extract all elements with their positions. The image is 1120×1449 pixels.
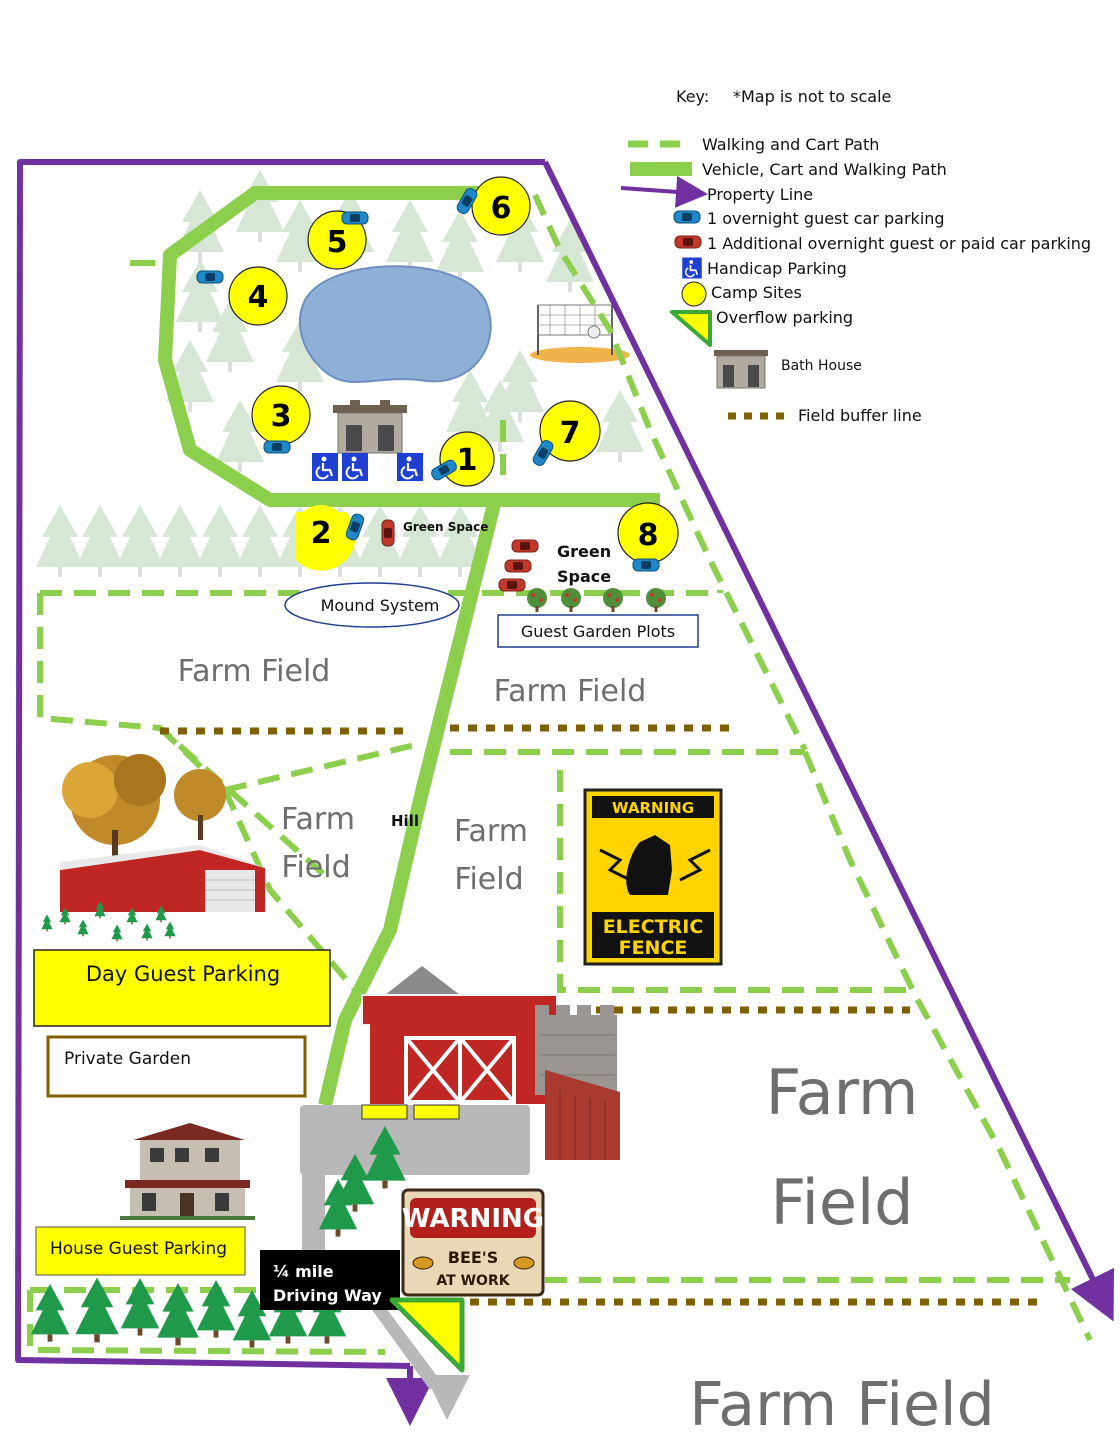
svg-text:Bath House: Bath House (781, 358, 862, 374)
svg-text:1 Additional overnight guest o: 1 Additional overnight guest or paid car… (707, 234, 1091, 253)
svg-text:Overflow parking: Overflow parking (716, 308, 853, 327)
svg-text:Private Garden: Private Garden (64, 1049, 191, 1069)
svg-text:House Guest Parking: House Guest Parking (50, 1239, 227, 1259)
autumn-trees (62, 754, 226, 860)
svg-text:*Map is not to scale: *Map is not to scale (733, 87, 891, 106)
camp-site-1[interactable]: 1 (429, 431, 495, 487)
svg-text:Day Guest Parking: Day Guest Parking (86, 962, 280, 986)
svg-text:¼ mile: ¼ mile (273, 1262, 334, 1281)
farm-field-label-4a: Farm (454, 814, 528, 849)
bee-icon (412, 1256, 535, 1270)
property-line (15, 159, 1114, 1426)
svg-text:5: 5 (327, 225, 348, 260)
svg-text:Property Line: Property Line (707, 185, 813, 204)
map-key: Key: *Map is not to scale Walking and Ca… (620, 87, 1091, 425)
farm-field-label-6: Farm Field (689, 1370, 994, 1440)
tree-line (36, 505, 484, 577)
svg-text:Mound System: Mound System (321, 596, 440, 615)
house-guest-parking: House Guest Parking (35, 1226, 246, 1276)
farm-field-label-5a: Farm (766, 1056, 919, 1129)
farm-field-label-3a: Farm (281, 802, 355, 837)
guest-garden-plots: Guest Garden Plots (497, 614, 699, 648)
hill-label: Hill (391, 812, 419, 830)
house (120, 1123, 255, 1220)
svg-text:6: 6 (491, 191, 512, 226)
svg-text:BEE'S: BEE'S (448, 1248, 498, 1267)
svg-text:WARNING: WARNING (402, 1204, 544, 1234)
bath-house (333, 400, 407, 454)
svg-text:ELECTRIC: ELECTRIC (603, 916, 704, 938)
svg-text:Handicap Parking: Handicap Parking (707, 259, 847, 278)
hand-icon (599, 835, 711, 895)
svg-text:1 overnight guest car parking: 1 overnight guest car parking (707, 209, 945, 228)
overflow-parking (389, 1297, 465, 1373)
day-guest-parking: Day Guest Parking (33, 949, 331, 1027)
red-shed (60, 845, 265, 912)
farm-field-label-3b: Field (281, 850, 350, 885)
farm-field-label-5b: Field (770, 1166, 913, 1239)
green-space-label-line1: Green (557, 542, 611, 561)
svg-text:WARNING: WARNING (612, 799, 694, 817)
farm-field-label-1: Farm Field (178, 654, 331, 689)
camp-site-8[interactable]: 8 (617, 502, 679, 572)
svg-text:Driving Way: Driving Way (273, 1286, 382, 1305)
camp-site-7[interactable]: 7 (530, 400, 601, 468)
svg-text:7: 7 (560, 416, 581, 451)
svg-text:Camp Sites: Camp Sites (711, 283, 802, 302)
svg-text:8: 8 (638, 518, 659, 553)
svg-text:Key:: Key: (676, 87, 709, 106)
vehicle-path (130, 186, 660, 1107)
svg-text:FENCE: FENCE (619, 937, 688, 959)
bath-house-icon (714, 350, 768, 389)
camp-site-3[interactable]: 3 (251, 385, 311, 454)
lean-to-shed (545, 1070, 620, 1160)
volleyball-court (530, 304, 630, 363)
driving-way-label: ¼ mile Driving Way (260, 1250, 400, 1310)
camp-site-4[interactable]: 4 (196, 266, 288, 326)
farm-field-label-2: Farm Field (494, 674, 647, 709)
camp-site-5[interactable]: 5 (307, 210, 369, 270)
svg-text:Field buffer line: Field buffer line (798, 406, 922, 425)
camp-sites: 1 2 3 4 5 6 7 (196, 176, 679, 572)
svg-text:4: 4 (248, 280, 269, 315)
camp-site-2[interactable]: 2 (295, 505, 366, 571)
electric-fence-warning-sign: WARNING ELECTRIC FENCE (583, 788, 723, 966)
svg-text:3: 3 (271, 399, 292, 434)
svg-text:Guest Garden Plots: Guest Garden Plots (521, 622, 675, 641)
green-space-label-line2: Space (557, 567, 611, 586)
field-buffer-line (160, 724, 1045, 1306)
svg-text:2: 2 (311, 516, 332, 551)
bees-warning-sign: WARNING BEE'S AT WORK (401, 1188, 545, 1297)
camp-site-6[interactable]: 6 (454, 176, 531, 236)
mound-system: Mound System (284, 582, 460, 628)
svg-text:Walking and Cart Path: Walking and Cart Path (702, 135, 879, 154)
svg-text:AT WORK: AT WORK (436, 1273, 510, 1289)
farm-field-label-4b: Field (454, 862, 523, 897)
green-space-label-small: Green Space (403, 520, 488, 534)
pond (298, 265, 492, 383)
private-garden: Private Garden (46, 1035, 307, 1098)
red-barn (361, 966, 558, 1120)
handicap-parking (310, 451, 425, 483)
svg-text:1: 1 (457, 443, 478, 478)
svg-text:Vehicle, Cart and Walking Path: Vehicle, Cart and Walking Path (702, 160, 947, 179)
